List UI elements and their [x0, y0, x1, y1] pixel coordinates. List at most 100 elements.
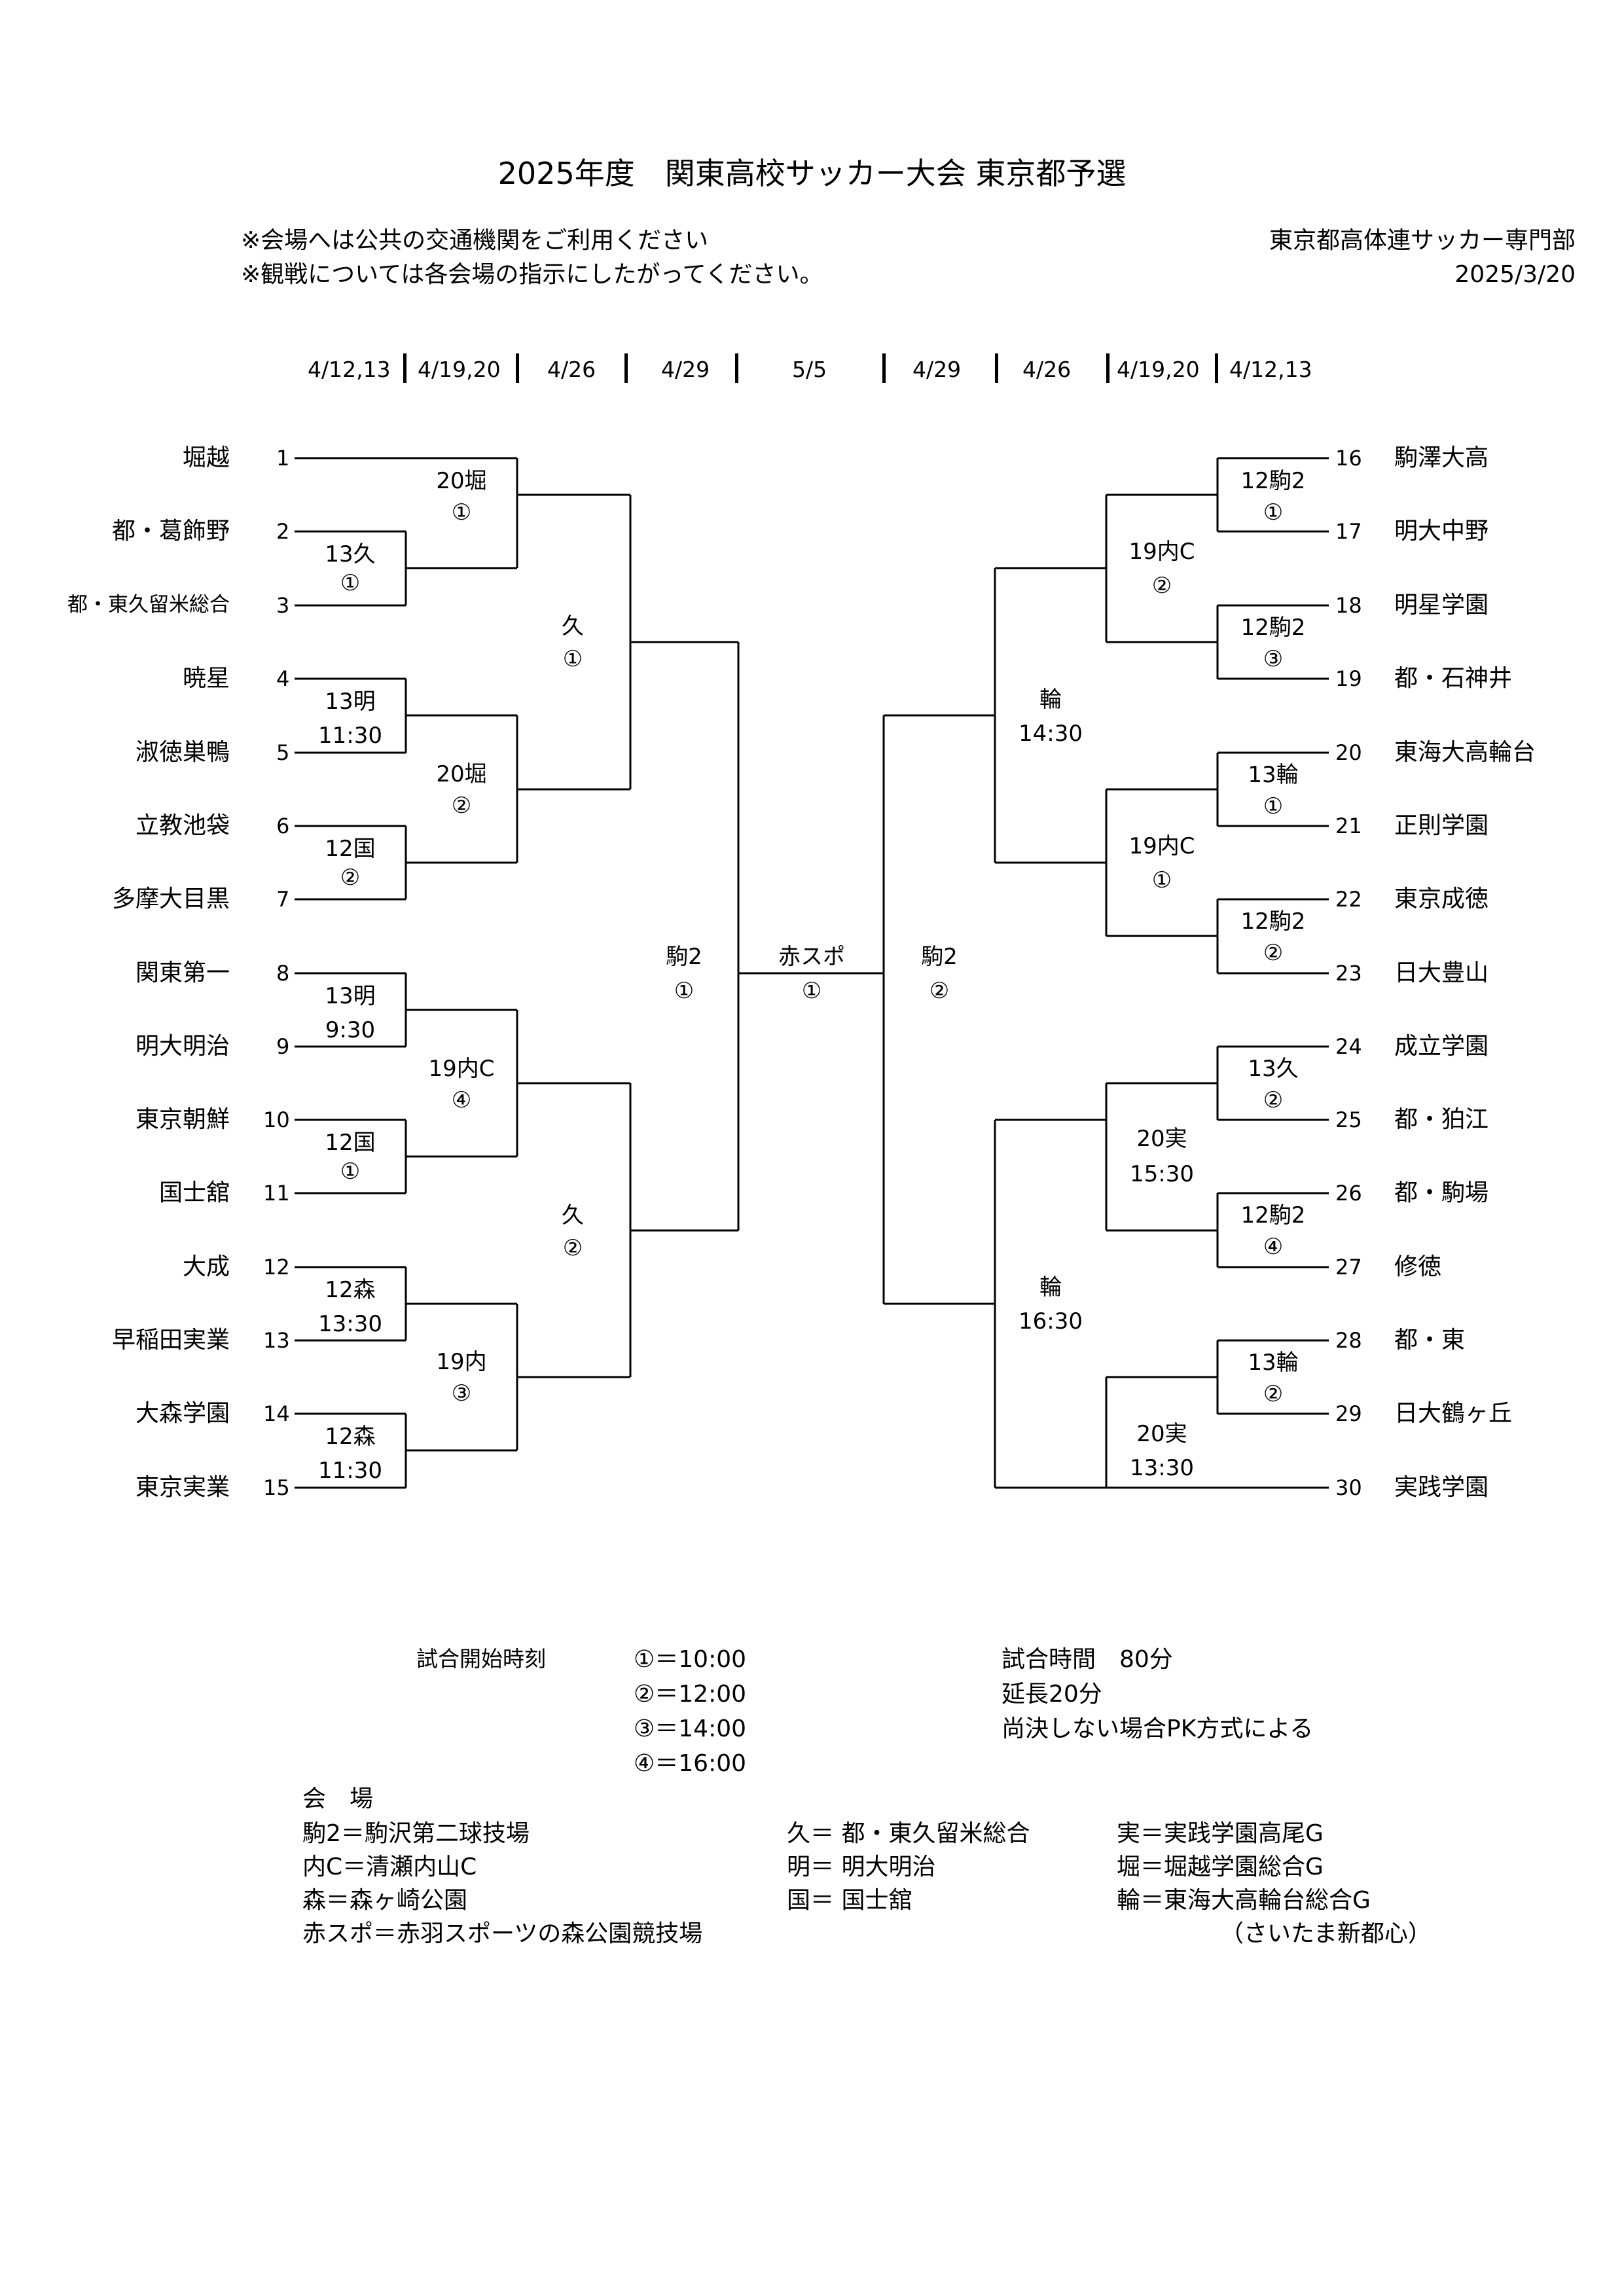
team-seed: 10 — [263, 1107, 290, 1132]
match-venue: 19内 — [436, 1349, 487, 1375]
kickoff-time: ③＝14:00 — [634, 1715, 747, 1742]
team-name: 都・石神井 — [1394, 665, 1513, 692]
team-name: 明大明治 — [135, 1033, 230, 1060]
match-slot: ② — [1263, 1381, 1284, 1407]
match-venue: 12国 — [325, 1130, 376, 1156]
match-slot: ① — [451, 499, 472, 526]
match-slot: ② — [562, 1235, 583, 1261]
venues-label: 会 場 — [302, 1785, 374, 1812]
team-name: 都・駒場 — [1394, 1179, 1489, 1206]
match-slot: ① — [1263, 793, 1284, 819]
team-seed: 21 — [1335, 814, 1362, 838]
venue-entry: 久＝ 都・東久留米総合 — [787, 1820, 1030, 1847]
venue-entry: 実＝実践学園高尾G — [1117, 1820, 1324, 1847]
notice-spectators: ※観戦については各会場の指示にしたがってください。 — [241, 261, 823, 288]
team-seed: 29 — [1335, 1401, 1362, 1426]
venue-entry: 赤スポ＝赤羽スポーツの森公園競技場 — [302, 1920, 703, 1947]
team-seed: 19 — [1335, 666, 1362, 691]
round-date-right-r2: 4/19,20 — [1117, 357, 1200, 382]
match-slot: 15:30 — [1130, 1161, 1194, 1187]
match-venue: 12駒2 — [1240, 1202, 1306, 1229]
date-separator — [882, 353, 886, 383]
team-seed: 30 — [1335, 1475, 1362, 1500]
team-seed: 18 — [1335, 593, 1362, 618]
final-slot: ① — [801, 978, 822, 1004]
organizer: 東京都高体連サッカー専門部 — [1269, 227, 1576, 254]
match-venue: 13輪 — [1248, 762, 1299, 788]
match-venue: 19内C — [1128, 539, 1195, 565]
match-slot: 14:30 — [1019, 721, 1083, 747]
team-seed: 13 — [263, 1328, 290, 1353]
date-separator — [624, 353, 628, 383]
match-venue: 20実 — [1136, 1126, 1187, 1152]
match-venue: 20堀 — [436, 468, 487, 494]
match-venue: 19内C — [1128, 833, 1195, 859]
team-name: 都・葛飾野 — [111, 518, 230, 545]
match-venue: 久 — [562, 1202, 584, 1229]
round-date-right-r1: 4/12,13 — [1229, 357, 1312, 382]
date-separator — [1215, 353, 1218, 383]
team-name: 成立学園 — [1394, 1033, 1489, 1060]
match-venue: 輪 — [1039, 687, 1062, 713]
match-slot: ③ — [451, 1380, 472, 1407]
match-slot: ① — [1263, 499, 1284, 526]
match-venue: 13輪 — [1248, 1350, 1299, 1376]
venue-entry: 国＝ 国士舘 — [787, 1887, 912, 1914]
date-separator — [995, 353, 998, 383]
match-venue: 輪 — [1039, 1274, 1062, 1300]
round-date-right-r3: 4/26 — [1022, 357, 1072, 382]
match-slot: 9:30 — [325, 1017, 376, 1043]
semi-right-slot: ② — [929, 978, 950, 1004]
team-name: 早稲田実業 — [111, 1327, 230, 1354]
team-name: 東京実業 — [135, 1474, 230, 1501]
semi-left-venue: 駒2 — [666, 944, 702, 970]
match-slot: ② — [1263, 940, 1284, 966]
team-seed: 27 — [1335, 1255, 1362, 1280]
kickoff-time: ②＝12:00 — [634, 1681, 747, 1708]
publish-date: 2025/3/20 — [1454, 261, 1576, 288]
team-name: 立教池袋 — [135, 812, 230, 839]
team-seed: 20 — [1335, 740, 1362, 765]
team-name: 日大豊山 — [1394, 960, 1489, 986]
match-venue: 12国 — [325, 836, 376, 862]
team-name: 都・東 — [1394, 1327, 1466, 1354]
team-name: 東京朝鮮 — [135, 1106, 230, 1133]
team-name: 東京成徳 — [1394, 886, 1489, 912]
team-seed: 9 — [276, 1034, 290, 1059]
team-name: 駒澤大高 — [1394, 444, 1489, 471]
match-slot: ① — [340, 1158, 361, 1185]
match-slot: ① — [1151, 867, 1172, 893]
team-name: 国士舘 — [158, 1179, 230, 1206]
venue-entry: 森＝森ヶ崎公園 — [302, 1887, 468, 1914]
match-slot: ③ — [1263, 646, 1284, 672]
team-name: 堀越 — [182, 444, 230, 471]
team-seed: 24 — [1335, 1034, 1362, 1059]
team-name: 淑徳巣鴨 — [135, 739, 230, 766]
venue-entry: （さいたま新都心） — [1220, 1920, 1432, 1947]
match-venue: 12駒2 — [1240, 908, 1306, 935]
team-name: 正則学園 — [1394, 812, 1489, 839]
match-slot: ② — [1151, 573, 1172, 599]
match-slot: 11:30 — [318, 723, 382, 749]
venue-entry: 堀＝堀越学園総合G — [1117, 1854, 1324, 1880]
team-seed: 14 — [263, 1401, 290, 1426]
team-name: 大森学園 — [135, 1400, 230, 1427]
match-venue: 13明 — [325, 689, 376, 715]
notice-transport: ※会場へは公共の交通機関をご利用ください — [241, 227, 709, 254]
match-slot: 13:30 — [1130, 1455, 1194, 1481]
team-name: 多摩大目黒 — [111, 886, 230, 912]
round-date-left-r1: 4/12,13 — [308, 357, 391, 382]
match-venue: 19内C — [428, 1056, 495, 1082]
match-venue: 久 — [562, 613, 584, 639]
match-slot: ④ — [1263, 1234, 1284, 1260]
date-separator — [1106, 353, 1110, 383]
venue-entry: 明＝ 明大明治 — [787, 1854, 936, 1880]
match-slot: 11:30 — [318, 1458, 382, 1484]
team-name: 大成 — [182, 1253, 230, 1280]
team-seed: 1 — [276, 446, 290, 471]
final-venue: 赤スポ — [778, 944, 845, 970]
team-name: 都・狛江 — [1394, 1106, 1489, 1133]
match-venue: 13明 — [325, 983, 376, 1009]
team-seed: 5 — [276, 740, 290, 765]
team-seed: 7 — [276, 887, 290, 912]
